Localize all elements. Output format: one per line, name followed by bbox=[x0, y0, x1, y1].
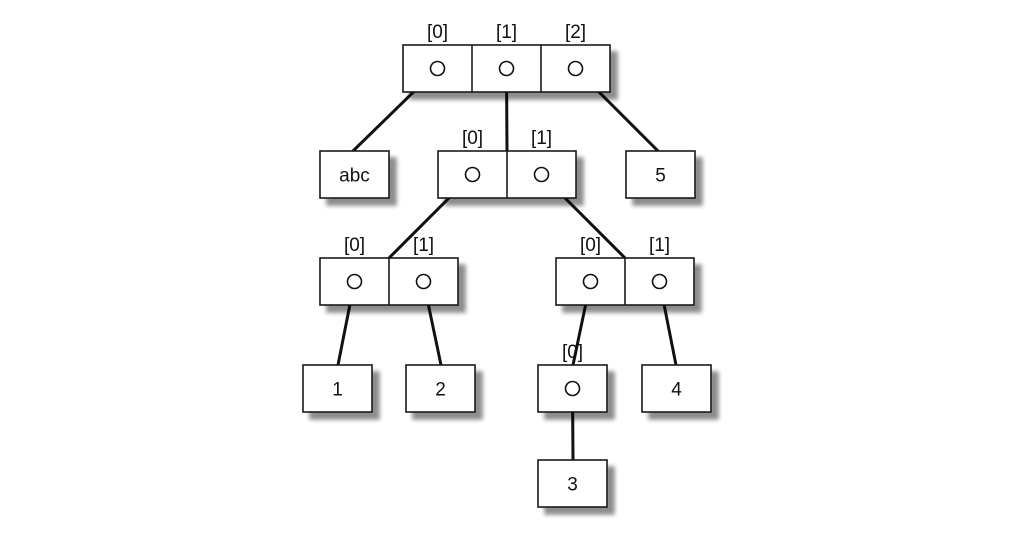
index-label: [1] bbox=[413, 235, 434, 256]
reference-dot-icon bbox=[582, 273, 599, 290]
list-inner-d-frame bbox=[537, 364, 608, 413]
reference-dot-icon bbox=[346, 273, 363, 290]
reference-dot-icon bbox=[415, 273, 432, 290]
value-label: 1 bbox=[332, 380, 343, 401]
reference-dot-icon bbox=[564, 380, 581, 397]
list-inner-d: [0] bbox=[537, 342, 608, 413]
list-inner-c: [0] [1] bbox=[555, 235, 695, 306]
list-inner-a: [0] [1] bbox=[437, 128, 577, 199]
index-label: [2] bbox=[565, 22, 586, 43]
value-box-frame bbox=[319, 150, 390, 199]
value-box-frame bbox=[537, 459, 608, 508]
value-label: 3 bbox=[567, 475, 578, 496]
list-inner-b: [0] [1] bbox=[319, 235, 459, 306]
index-label: [0] bbox=[580, 235, 601, 256]
value-box-two: 2 bbox=[405, 364, 476, 413]
reference-dot-icon bbox=[567, 60, 584, 77]
value-label: 2 bbox=[435, 380, 446, 401]
reference-dot-icon bbox=[429, 60, 446, 77]
value-box-frame bbox=[405, 364, 476, 413]
value-label: 5 bbox=[655, 166, 666, 187]
value-box-four: 4 bbox=[641, 364, 712, 413]
value-box-one: 1 bbox=[302, 364, 373, 413]
value-box-frame bbox=[302, 364, 373, 413]
index-label: [0] bbox=[562, 342, 583, 363]
index-label: [0] bbox=[427, 22, 448, 43]
value-box-three: 3 bbox=[537, 459, 608, 508]
reference-dot-icon bbox=[464, 166, 481, 183]
value-box-frame bbox=[625, 150, 696, 199]
reference-dot-icon bbox=[533, 166, 550, 183]
index-label: [1] bbox=[649, 235, 670, 256]
index-label: [0] bbox=[462, 128, 483, 149]
value-box-abc: abc bbox=[319, 150, 390, 199]
value-box-five: 5 bbox=[625, 150, 696, 199]
value-label: 4 bbox=[671, 380, 682, 401]
reference-dot-icon bbox=[498, 60, 515, 77]
reference-dot-icon bbox=[651, 273, 668, 290]
value-label: abc bbox=[339, 166, 370, 187]
index-label: [1] bbox=[531, 128, 552, 149]
list-root: [0] [1] [2] bbox=[402, 22, 611, 93]
index-label: [0] bbox=[344, 235, 365, 256]
boxes-layer: [0] [1] [2] [0] [1] [0] [1] [0] [1] [0] abc 5 1 2 3 4 bbox=[302, 22, 712, 508]
value-box-frame bbox=[641, 364, 712, 413]
index-label: [1] bbox=[496, 22, 517, 43]
